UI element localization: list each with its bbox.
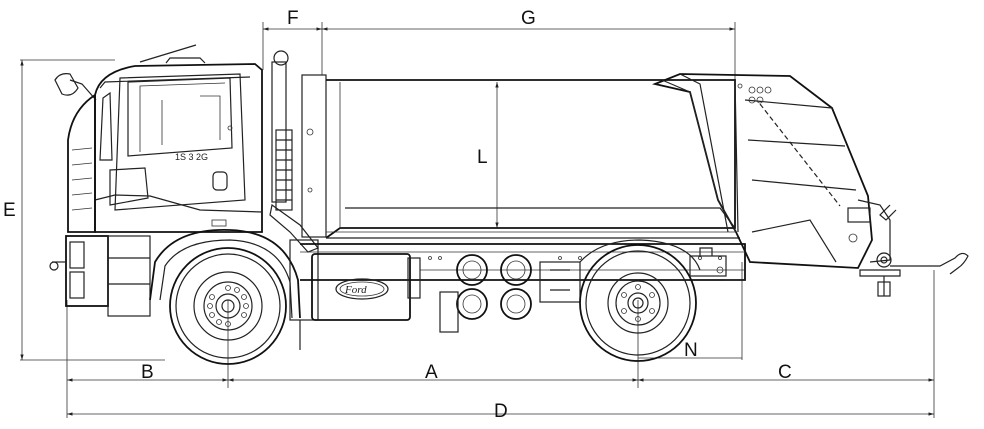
dimension-label-c: C [778,362,792,383]
dimension-label-b: B [141,362,154,383]
cab-model-badge: 1S 3 2G [175,152,208,162]
dimension-label-d: D [494,401,508,422]
dimension-label-f: F [287,8,299,29]
air-tanks [439,254,581,333]
dimension-label-l: L [477,147,488,168]
dimension-label-a: A [425,362,438,383]
rear-components [689,247,745,281]
dimension-label-n: N [684,340,698,361]
dimension-label-g: G [521,8,536,29]
rear-tailgate [651,73,969,297]
fuel-tank: Ford [311,253,421,321]
rear-wheel [579,239,701,362]
truck-drawing: 1S 3 2G [49,44,969,365]
dimension-lines [20,22,935,418]
front-wheel [169,247,287,365]
cab: 1S 3 2G [49,44,301,319]
ford-logo: Ford [344,284,367,296]
dimension-label-e: E [3,200,16,221]
dimension-labels: F G L E B A C D N [3,8,792,422]
compactor-body [301,74,740,239]
exhaust-stack [269,50,319,350]
